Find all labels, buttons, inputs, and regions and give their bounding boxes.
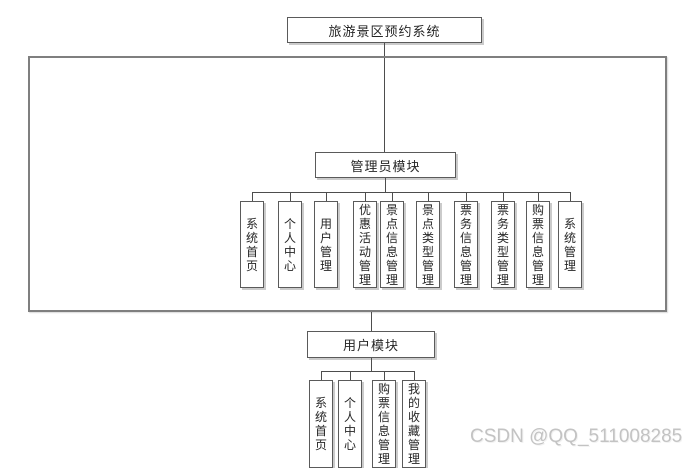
connector-user-hline [321,371,415,372]
node-label: 购票信息管理 [531,202,544,287]
user-leaf-favorites-mgmt: 我的收藏管理 [402,380,426,468]
connector-admin-drop-2 [290,192,291,201]
node-label: 票务类型管理 [496,202,509,287]
user-leaf-purchase-info-mgmt: 购票信息管理 [372,380,396,468]
user-module-node: 用户模块 [307,331,435,358]
node-label: 购票信息管理 [377,382,390,466]
connector-admin-drop-3 [326,192,327,201]
user-leaf-system-home: 系统首页 [309,380,333,468]
admin-leaf-promo-activity-mgmt: 优惠活动管理 [353,201,377,288]
admin-leaf-ticket-type-mgmt: 票务类型管理 [491,201,515,288]
node-label: 个人中心 [343,396,356,452]
connector-admin-drop-4 [365,192,366,201]
connector-admin-drop-9 [538,192,539,201]
connector-admin-drop-7 [466,192,467,201]
node-label: 票务信息管理 [459,202,472,287]
admin-module-node: 管理员模块 [315,152,456,178]
connector-admin-hline [252,192,571,193]
connector-admin-drop-10 [570,192,571,201]
connector-user-drop-2 [350,371,351,380]
connector-user-drop-4 [414,371,415,380]
admin-leaf-purchase-info-mgmt: 购票信息管理 [526,201,550,288]
connector-admin-drop-6 [428,192,429,201]
root-node-label: 旅游景区预约系统 [328,24,441,40]
csdn-watermark: CSDN @QQ_511008285 [470,426,682,447]
connector-user-drop-1 [321,371,322,380]
admin-leaf-system-mgmt: 系统管理 [558,201,582,288]
node-label: 系统首页 [245,216,258,273]
admin-module-label: 管理员模块 [350,159,421,175]
connector-frame-to-user [371,312,372,331]
connector-admin-drop-1 [252,192,253,201]
node-label: 系统首页 [314,396,327,452]
admin-section-frame [28,56,667,312]
node-label: 个人中心 [283,216,296,273]
user-leaf-personal-center: 个人中心 [338,380,362,468]
admin-leaf-user-mgmt: 用户管理 [314,201,338,288]
admin-leaf-ticket-info-mgmt: 票务信息管理 [454,201,478,288]
node-label: 景点类型管理 [421,202,434,287]
node-label: 景点信息管理 [385,202,398,287]
node-label: 我的收藏管理 [407,382,420,466]
node-label: 系统管理 [563,216,576,273]
admin-leaf-personal-center: 个人中心 [278,201,302,288]
admin-leaf-attraction-info-mgmt: 景点信息管理 [380,201,404,288]
connector-user-stub [371,358,372,371]
node-label: 用户管理 [319,216,332,273]
connector-admin-drop-8 [503,192,504,201]
connector-user-drop-3 [384,371,385,380]
connector-admin-drop-5 [392,192,393,201]
root-node: 旅游景区预约系统 [287,17,482,43]
connector-admin-stub [385,178,386,192]
node-label: 优惠活动管理 [358,202,371,287]
admin-leaf-attraction-type-mgmt: 景点类型管理 [416,201,440,288]
user-module-label: 用户模块 [342,339,399,354]
connector-root-to-admin [384,43,385,152]
admin-leaf-system-home: 系统首页 [240,201,264,288]
